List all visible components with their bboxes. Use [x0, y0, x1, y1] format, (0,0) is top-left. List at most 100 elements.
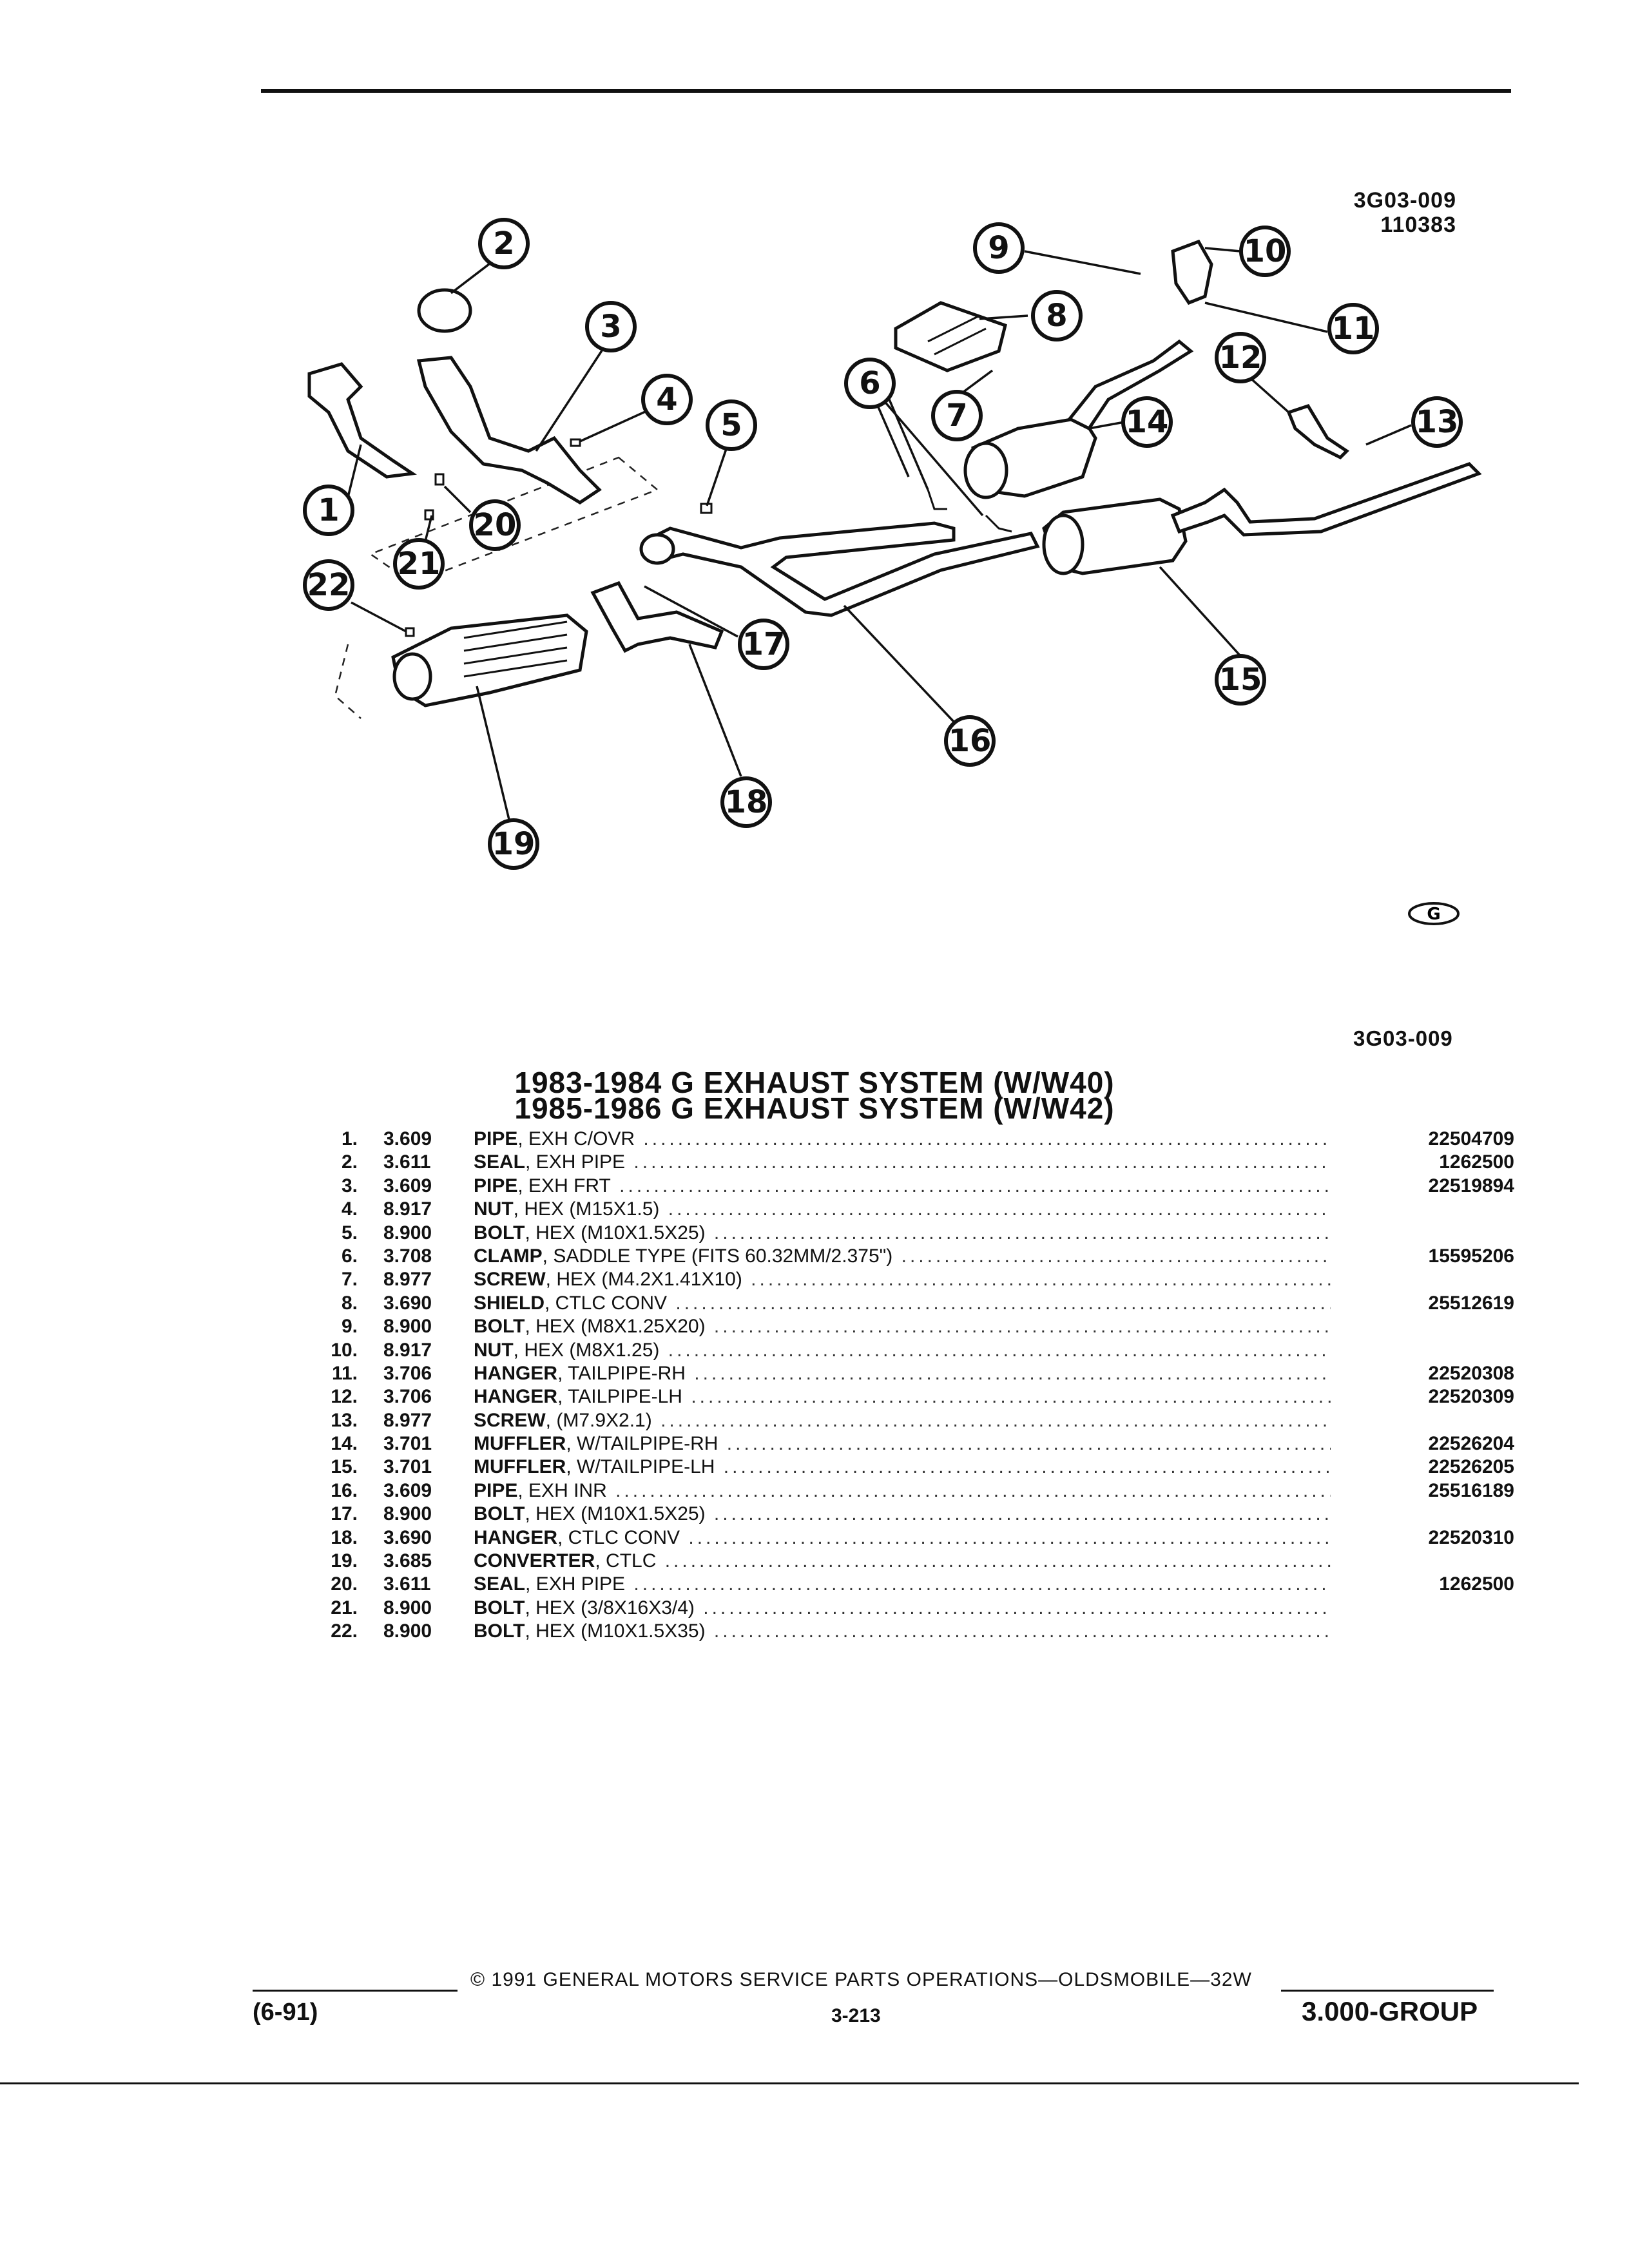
part-description: CONVERTER, CTLC ........................…: [474, 1550, 1331, 1573]
svg-text:2: 2: [493, 226, 514, 262]
part-item-number: 21.: [331, 1597, 358, 1619]
part-spec: , CTLC: [595, 1550, 657, 1572]
part-description: PIPE, EXH C/OVR ........................…: [474, 1128, 1331, 1151]
callout-2: 2: [478, 218, 530, 269]
callout-19: 19: [488, 818, 539, 870]
dot-leader: ........................................…: [633, 1573, 1331, 1595]
svg-text:16: 16: [949, 723, 992, 759]
part-group-code: 8.900: [383, 1597, 432, 1619]
callout-16: 16: [944, 715, 996, 767]
svg-text:6: 6: [859, 365, 880, 401]
part-item-number: 10.: [331, 1339, 358, 1361]
part-number: 22519894: [1428, 1175, 1514, 1196]
part-group-code: 8.977: [383, 1269, 432, 1291]
part-group-code: 8.917: [383, 1339, 432, 1361]
part-item-number: 1.: [341, 1128, 358, 1149]
part-item-number: 17.: [331, 1503, 358, 1525]
svg-text:14: 14: [1126, 404, 1169, 440]
part-group-code: 8.900: [383, 1316, 432, 1338]
svg-text:7: 7: [946, 398, 967, 434]
svg-text:19: 19: [492, 826, 535, 862]
svg-text:8: 8: [1046, 298, 1067, 334]
callout-10: 10: [1239, 226, 1291, 277]
part-spec: , SADDLE TYPE (FITS 60.32MM/2.375"): [542, 1245, 893, 1267]
part-name: SCREW: [474, 1409, 546, 1431]
part-group-code: 3.690: [383, 1526, 432, 1548]
part-number: 22526204: [1428, 1433, 1514, 1455]
crossover-pipe-shape: [307, 362, 417, 479]
top-rule: [261, 89, 1511, 93]
part-item-number: 20.: [331, 1573, 358, 1595]
dot-leader: ........................................…: [660, 1409, 1331, 1431]
parts-list-row: 9. 8.900 BOLT, HEX (M8X1.25X20) ..........…: [303, 1315, 1514, 1338]
svg-text:3: 3: [600, 309, 621, 345]
part-group-code: 3.708: [383, 1245, 432, 1267]
part-description: MUFFLER, W/TAILPIPE-LH .................…: [474, 1456, 1331, 1479]
part-number: 1262500: [1439, 1573, 1514, 1595]
part-description: HANGER, TAILPIPE-RH ....................…: [474, 1362, 1331, 1385]
part-name: NUT: [474, 1339, 514, 1361]
callout-9: 9: [973, 222, 1025, 274]
part-item-number: 12.: [331, 1386, 358, 1408]
part-item-number: 15.: [331, 1456, 358, 1478]
part-description: HANGER, TAILPIPE-LH ....................…: [474, 1385, 1331, 1408]
callout-14: 14: [1121, 396, 1173, 448]
part-spec: , EXH PIPE: [525, 1151, 626, 1173]
part-item-number: 18.: [331, 1526, 358, 1548]
part-spec: , HEX (M8X1.25X20): [525, 1316, 706, 1338]
callout-5: 5: [706, 399, 757, 451]
part-group-code: 8.900: [383, 1222, 432, 1244]
part-description: NUT, HEX (M15X1.5) .....................…: [474, 1198, 1331, 1221]
converter-hanger-shape: [590, 581, 724, 653]
callout-12: 12: [1215, 332, 1266, 383]
footer-copyright: © 1991 GENERAL MOTORS SERVICE PARTS OPER…: [470, 1969, 1252, 1990]
part-description: BOLT, HEX (M8X1.25X20) .................…: [474, 1315, 1331, 1338]
part-item-number: 9.: [341, 1316, 358, 1338]
svg-text:22: 22: [307, 567, 351, 603]
dot-leader: ........................................…: [723, 1456, 1331, 1478]
part-item-number: 22.: [331, 1620, 358, 1642]
inner-pipe-shape: [642, 521, 1040, 617]
part-spec: , (M7.9X2.1): [545, 1409, 652, 1431]
part-name: HANGER: [474, 1362, 558, 1384]
svg-text:20: 20: [474, 507, 517, 543]
svg-text:10: 10: [1244, 233, 1287, 269]
part-description: MUFFLER, W/TAILPIPE-RH .................…: [474, 1432, 1331, 1456]
dot-leader: ........................................…: [703, 1597, 1331, 1619]
svg-text:G: G: [1427, 905, 1440, 924]
dot-leader: ........................................…: [688, 1526, 1331, 1548]
dot-leader: ........................................…: [675, 1292, 1331, 1314]
dot-leader: ........................................…: [726, 1433, 1331, 1455]
dot-leader: ........................................…: [694, 1362, 1331, 1384]
callout-1: 1: [303, 485, 354, 536]
exhaust-system-diagram: 1 2 3 4 5 6 7 8 9 10 11 12 13 14 15 16 1…: [303, 218, 1482, 925]
svg-text:18: 18: [725, 784, 768, 820]
callout-22: 22: [303, 559, 354, 611]
part-description: BOLT, HEX (M10X1.5X25) .................…: [474, 1222, 1331, 1245]
part-name: HANGER: [474, 1386, 558, 1408]
part-spec: , EXH FRT: [517, 1175, 611, 1196]
part-item-number: 14.: [331, 1433, 358, 1455]
part-description: SCREW, HEX (M4.2X1.41X10) ..............…: [474, 1268, 1331, 1291]
part-group-code: 8.900: [383, 1503, 432, 1525]
svg-text:21: 21: [398, 546, 441, 582]
front-pipe-shape: [416, 356, 602, 505]
dot-leader: ........................................…: [713, 1222, 1331, 1244]
dot-leader: ........................................…: [713, 1503, 1331, 1525]
part-description: NUT, HEX (M8X1.25) .....................…: [474, 1339, 1331, 1362]
part-item-number: 16.: [331, 1479, 358, 1501]
shield-shape: [894, 301, 1007, 372]
svg-text:15: 15: [1219, 662, 1262, 698]
part-description: BOLT, HEX (3/8X16X3/4) .................…: [474, 1597, 1331, 1620]
